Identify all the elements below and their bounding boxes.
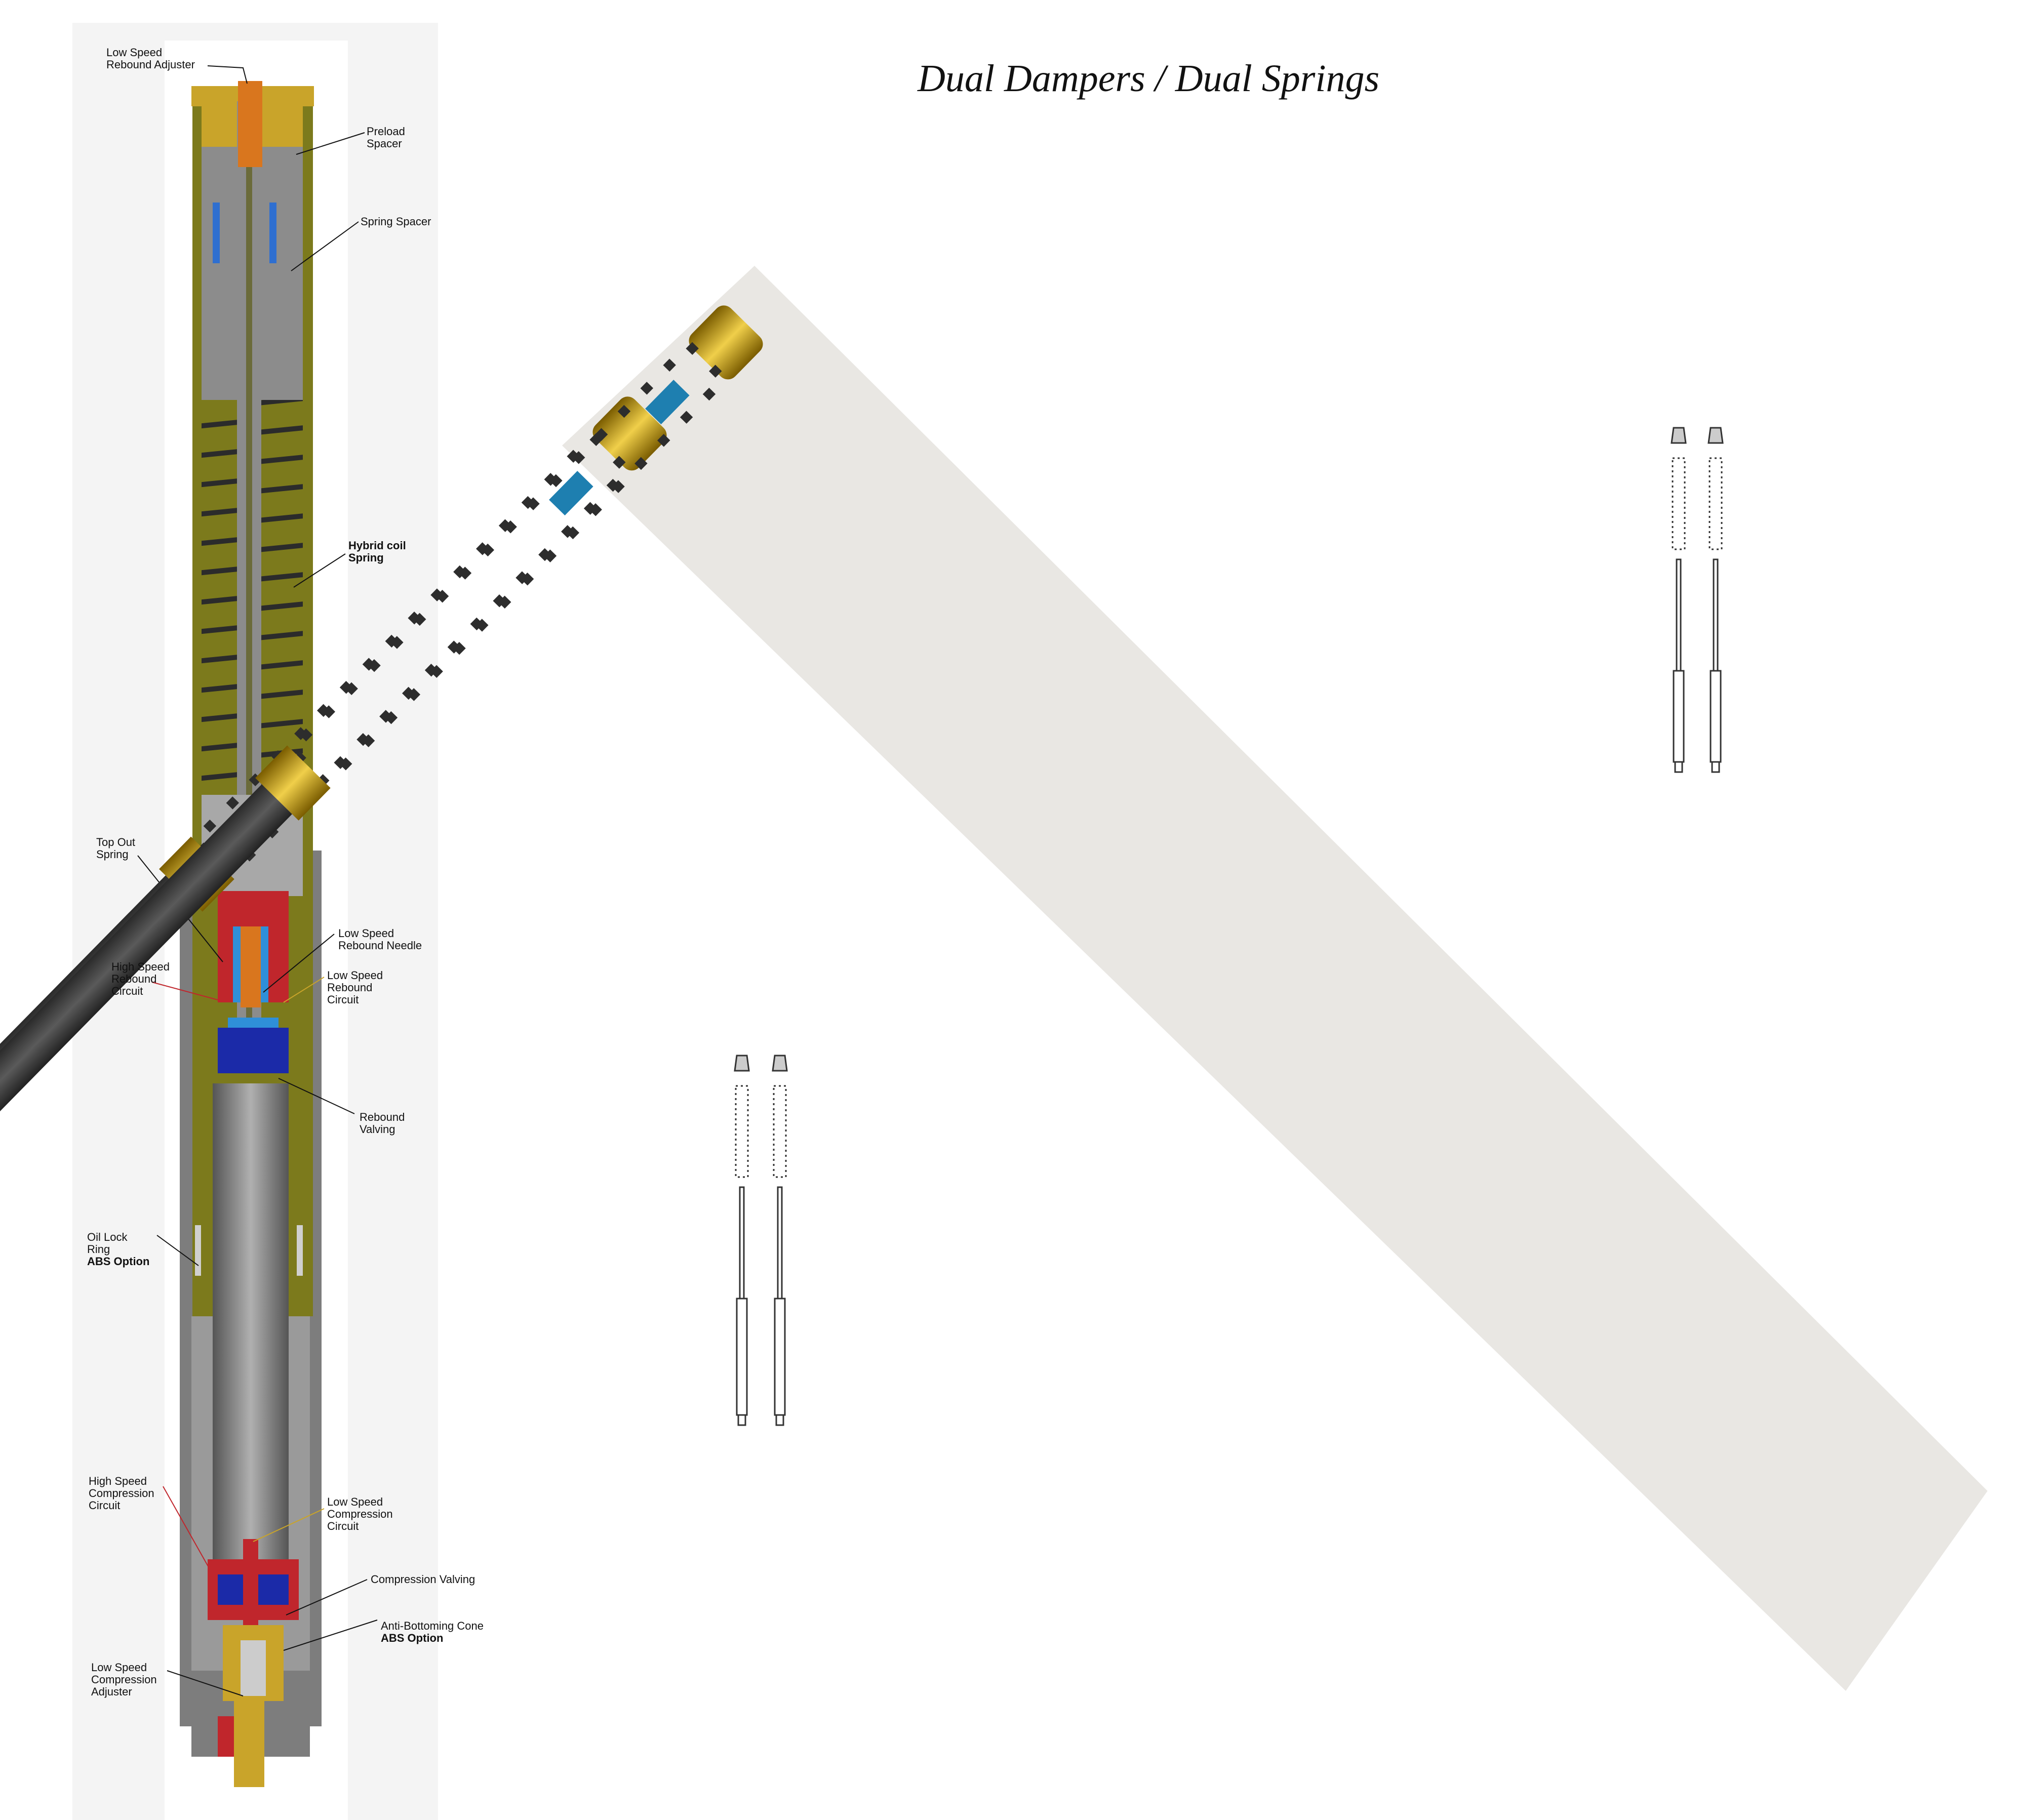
rebound-valving xyxy=(218,1028,289,1073)
callout-oil-lock-ring-text: Oil Lock Ring xyxy=(87,1231,128,1256)
leader-low-speed-compression-circuit xyxy=(253,1508,325,1542)
cartridge-front-blue-collar xyxy=(549,471,593,516)
line-drawing-cartridge-4 xyxy=(1708,427,1724,773)
cartridge-back-blue-collar xyxy=(645,380,690,425)
callout-compression-valving: Compression Valving xyxy=(371,1573,475,1586)
oil-lock-ring-left xyxy=(195,1225,201,1276)
leader-high-speed-rebound-circuit xyxy=(151,982,218,1000)
cartridge-back-spring xyxy=(285,339,730,790)
cartridge-tube xyxy=(213,1083,289,1564)
cartridge-back-mid-collar xyxy=(255,745,331,821)
cartridge-photo xyxy=(0,266,1988,1691)
cartridge-back-tube xyxy=(0,784,292,1280)
rebound-needle-shaft xyxy=(246,101,252,1023)
callout-low-speed-compression-circuit: Low Speed Compression Circuit xyxy=(327,1495,393,1532)
cartridge-line-drawing-lower-left xyxy=(734,1055,788,1426)
leader-preload-spacer xyxy=(296,132,365,155)
page-title: Dual Dampers / Dual Springs xyxy=(918,57,1380,100)
leader-hybrid-coil-spring xyxy=(293,553,346,588)
cartridge-line-drawing-upper-right xyxy=(1671,427,1724,773)
low-speed-compression-adjuster xyxy=(241,1640,266,1696)
callout-hybrid-coil-spring: Hybrid coil Spring xyxy=(348,539,406,564)
callout-anti-bottoming-cone-text: Anti-Bottoming Cone xyxy=(381,1620,484,1632)
line-drawing-cartridge-2 xyxy=(772,1055,788,1426)
cartridge-back xyxy=(0,305,763,1280)
leader-lines xyxy=(137,65,378,1696)
leader-low-speed-compression-adjuster xyxy=(167,1670,244,1696)
callout-low-speed-rebound-adjuster: Low Speed Rebound Adjuster xyxy=(106,46,195,71)
rebound-valving-shim xyxy=(228,1018,279,1028)
line-drawing-cartridge-1 xyxy=(734,1055,750,1426)
leader-compression-valving xyxy=(286,1579,368,1615)
leader-spring-spacer xyxy=(291,221,359,271)
spacer-blue-mark-right xyxy=(269,203,276,263)
callout-anti-bottoming-cone-note: ABS Option xyxy=(381,1632,444,1644)
callout-spring-spacer: Spring Spacer xyxy=(361,215,431,228)
leader-low-speed-rebound-adjuster xyxy=(207,65,248,84)
leader-oil-lock-ring xyxy=(156,1235,199,1266)
callout-top-out-spring: Top Out Spring xyxy=(96,836,136,861)
callout-high-speed-compression-circuit: High Speed Compression Circuit xyxy=(89,1475,154,1512)
low-speed-rebound-adjuster xyxy=(238,81,262,167)
leader-high-speed-compression-circuit xyxy=(163,1486,213,1575)
callout-anti-bottoming-cone: Anti-Bottoming Cone ABS Option xyxy=(381,1608,484,1656)
callout-oil-lock-ring: Oil Lock Ring ABS Option xyxy=(87,1219,149,1280)
callout-preload-spacer: Preload Spacer xyxy=(367,125,405,150)
low-speed-compression-circuit xyxy=(243,1539,258,1640)
callout-rebound-valving: Rebound Valving xyxy=(360,1111,405,1136)
photo-backdrop xyxy=(562,266,1988,1691)
cartridge-front-top-cap xyxy=(592,396,667,471)
leader-rebound-valving xyxy=(278,1078,355,1114)
line-drawing-cartridge-3 xyxy=(1671,427,1687,773)
cartridge-back-top-cap xyxy=(689,305,763,380)
spacer-blue-mark-left xyxy=(213,203,220,263)
callout-low-speed-compression-adjuster: Low Speed Compression Adjuster xyxy=(91,1661,157,1698)
callout-high-speed-rebound-circuit: High Speed Rebound Circuit xyxy=(111,960,170,997)
callout-low-speed-rebound-circuit: Low Speed Rebound Circuit xyxy=(327,969,383,1006)
callout-oil-lock-ring-note: ABS Option xyxy=(87,1255,150,1268)
callout-low-speed-rebound-needle: Low Speed Rebound Needle xyxy=(338,927,422,952)
bottom-bolt xyxy=(234,1701,264,1787)
leader-anti-bottoming-cone xyxy=(283,1620,378,1651)
cartridge-front-spring xyxy=(188,430,634,881)
low-speed-rebound-needle xyxy=(241,926,261,1007)
fork-cutaway-diagram xyxy=(72,23,438,1820)
leader-low-speed-rebound-circuit xyxy=(283,977,325,1003)
leader-low-speed-rebound-needle xyxy=(263,934,335,993)
oil-lock-ring-right xyxy=(297,1225,303,1276)
